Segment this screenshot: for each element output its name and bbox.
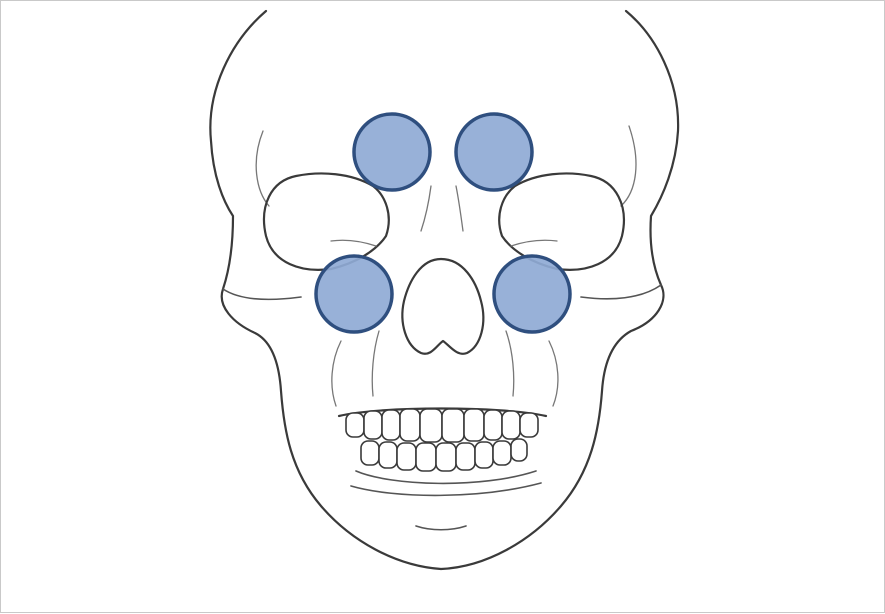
right-maxilla-line — [506, 331, 514, 396]
left-temple-line — [256, 131, 269, 206]
marker-lower-right — [494, 256, 570, 332]
nasal-cavity — [402, 259, 483, 354]
right-socket-floor — [511, 240, 557, 246]
chin-mark — [416, 526, 466, 530]
marker-upper-right — [456, 114, 532, 190]
right-cheekbone — [581, 285, 661, 299]
right-temple-line — [621, 126, 636, 206]
marker-upper-left — [354, 114, 430, 190]
markers — [316, 114, 570, 332]
upper-teeth — [346, 409, 538, 442]
nasal-line-left — [421, 186, 431, 231]
marker-lower-left — [316, 256, 392, 332]
skull-contour — [210, 11, 678, 569]
left-socket-floor — [331, 240, 376, 246]
lower-teeth — [361, 439, 527, 471]
nasal-line-right — [456, 186, 463, 231]
eye-sockets — [264, 173, 624, 269]
nasal-bones — [421, 186, 463, 231]
teeth — [339, 409, 546, 496]
jaw-line — [351, 483, 541, 495]
right-eye-socket — [499, 173, 624, 269]
left-cheekbone — [223, 289, 301, 299]
left-outer-maxilla — [332, 341, 341, 406]
left-maxilla-line — [372, 331, 379, 396]
skull-outline — [210, 11, 678, 569]
left-eye-socket — [264, 173, 389, 269]
lower-gum-line — [356, 471, 536, 483]
right-outer-maxilla — [549, 341, 558, 406]
